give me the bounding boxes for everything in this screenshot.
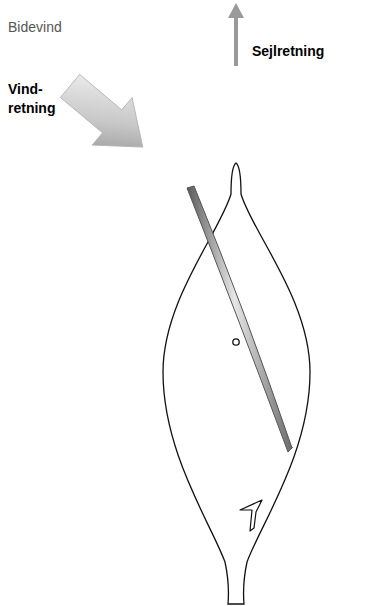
heading-arrow-head xyxy=(228,3,244,18)
direction-label: Sejlretning xyxy=(252,42,324,61)
wind-label: Vind- retning xyxy=(8,80,66,118)
heading-arrow xyxy=(228,3,244,66)
wind-arrow xyxy=(50,62,163,171)
diagram-title: Bidevind xyxy=(8,18,62,37)
mast-symbol xyxy=(233,339,239,345)
tiller-symbol xyxy=(240,500,262,531)
hull-outline xyxy=(163,163,310,604)
heading-arrow-shaft xyxy=(234,16,238,66)
wind-arrow-shape xyxy=(50,62,163,171)
sail xyxy=(187,186,293,452)
